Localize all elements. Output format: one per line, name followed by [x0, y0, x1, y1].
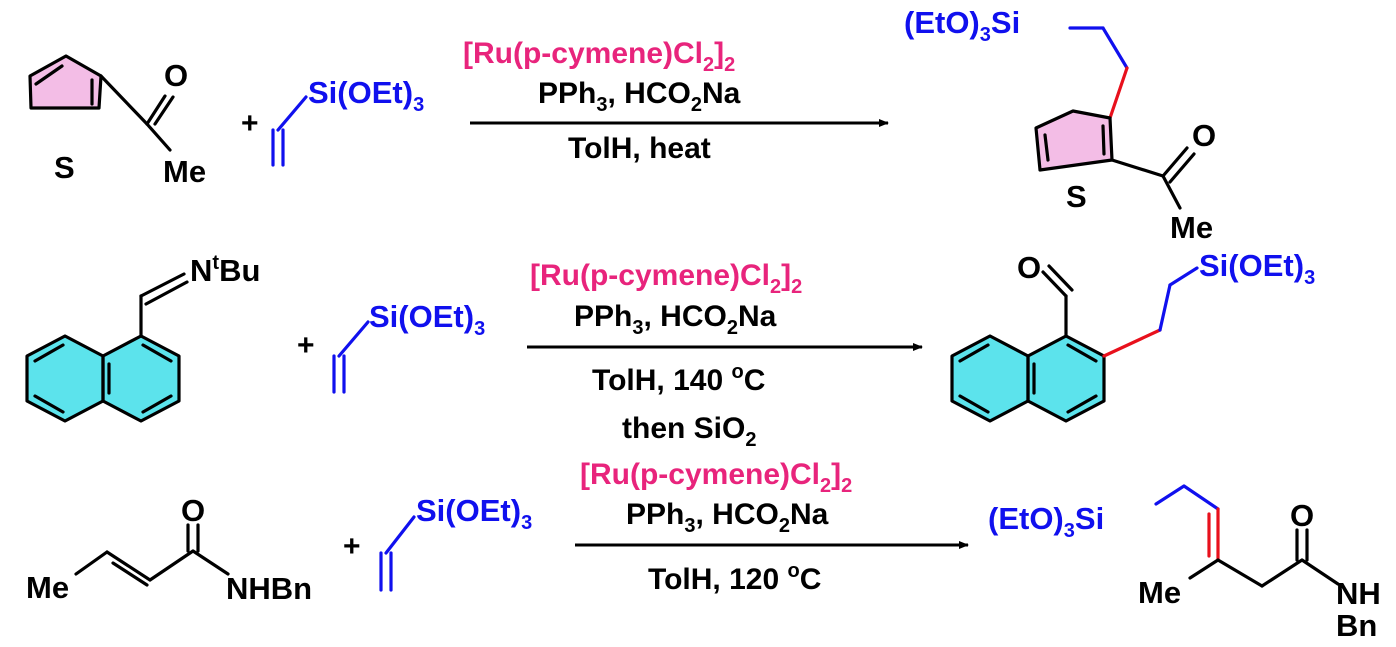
reagents-label: PPh3, HCO2Na	[538, 77, 741, 116]
catalyst-label: [Ru(p-cymene)Cl2]2	[580, 458, 852, 497]
catalyst-label: [Ru(p-cymene)Cl2]2	[463, 37, 735, 76]
vinylsilane-label: Si(OEt)3	[416, 493, 532, 534]
product-carbonyl-o-label: O	[1017, 250, 1041, 285]
naphthyl-imine-structure: NtBu	[25, 252, 260, 423]
reaction-2-conditions: [Ru(p-cymene)Cl2]2 PPh3, HCO2Na TolH, 14…	[527, 259, 923, 451]
acetylthiophene-structure: S O Me	[28, 54, 206, 189]
reagents-label: PPh3, HCO2Na	[574, 300, 777, 339]
imine-n-label: NtBu	[190, 252, 260, 288]
alkylated-naphthaldehyde-product: O Si(OEt)3	[950, 248, 1315, 423]
plus-sign: +	[241, 107, 259, 140]
product-sulfur-label: S	[1066, 179, 1087, 214]
product-silyl-label: (EtO)3Si	[988, 501, 1104, 542]
sulfur-label: S	[54, 150, 75, 185]
amide-label: NHBn	[226, 571, 312, 606]
reaction-1-conditions: [Ru(p-cymene)Cl2]2 PPh3, HCO2Na TolH, he…	[463, 37, 889, 165]
vinylsilane-reagent: Si(OEt)3	[271, 75, 424, 167]
product-nh-label: NH	[1336, 576, 1381, 611]
product-carbonyl-o-label: O	[1290, 498, 1314, 533]
solvent-temperature-label: TolH, 140 oC	[592, 361, 765, 397]
workup-label: then SiO2	[622, 412, 756, 451]
solvent-temperature-label: TolH, 120 oC	[648, 560, 821, 596]
carbonyl-o-label: O	[181, 493, 205, 528]
methyl-label: Me	[163, 154, 206, 189]
catalyst-label: [Ru(p-cymene)Cl2]2	[530, 259, 802, 298]
solvent-label: TolH, heat	[568, 132, 711, 165]
plus-sign: +	[343, 530, 361, 563]
product-carbonyl-o-label: O	[1192, 118, 1216, 153]
product-bn-label: Bn	[1336, 608, 1377, 643]
alkylated-thiophene-product: (EtO)3Si S O Me	[904, 5, 1216, 245]
product-methyl-label: Me	[1138, 575, 1181, 610]
vinylsilane-label: Si(OEt)3	[369, 299, 485, 340]
reagents-label: PPh3, HCO2Na	[626, 498, 829, 537]
vinylsilane-reagent: Si(OEt)3	[332, 299, 485, 394]
methyl-label: Me	[26, 570, 69, 605]
product-silyl-label: (EtO)3Si	[904, 5, 1020, 46]
crotonamide-structure: Me O NHBn	[26, 493, 312, 606]
reaction-2: NtBu + Si(OEt)3 [Ru(p-cymene)Cl2]2 PPh3,…	[25, 248, 1315, 451]
reaction-1: S O Me + Si(OEt)3 [Ru(p-cymene)Cl2]2 PPh…	[28, 5, 1216, 245]
plus-sign: +	[297, 329, 315, 362]
vinylsilane-label: Si(OEt)3	[308, 75, 424, 116]
product-silyl-label: Si(OEt)3	[1199, 248, 1315, 289]
vinylsilane-reagent: Si(OEt)3	[379, 493, 532, 592]
reaction-3-conditions: [Ru(p-cymene)Cl2]2 PPh3, HCO2Na TolH, 12…	[575, 458, 969, 596]
allylsilane-amide-product: (EtO)3Si O Me NH Bn	[988, 484, 1381, 643]
product-methyl-label: Me	[1170, 210, 1213, 245]
reaction-3: Me O NHBn + Si(OEt)3 [Ru(p-cymene)Cl2]2 …	[26, 458, 1381, 643]
carbonyl-o-label: O	[164, 58, 188, 93]
